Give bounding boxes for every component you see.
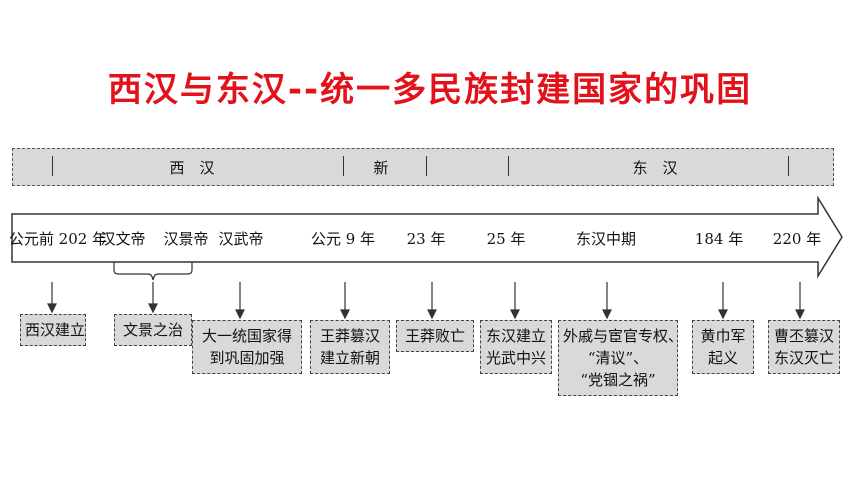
- period-divider: [52, 156, 53, 176]
- event-text: 建立新朝: [319, 349, 380, 367]
- timeline-arrow-shape: [11, 195, 843, 279]
- period-label-eastern-han: 东 汉: [632, 159, 678, 177]
- event-text: 起义: [707, 349, 738, 367]
- event-box-wenjing-rule: 文景之治: [114, 314, 192, 346]
- event-text: 西汉建立: [25, 321, 86, 339]
- event-text: 王莽篡汉: [319, 327, 380, 345]
- event-text: 王莽败亡: [404, 327, 465, 345]
- event-box-unification-strengthened: 大一统国家得 到巩固加强: [192, 320, 302, 374]
- timeline-label: 184 年: [694, 230, 744, 248]
- period-label-western-han: 西 汉: [169, 159, 215, 177]
- event-text: 到巩固加强: [209, 349, 285, 367]
- event-box-consort-eunuch-rule: 外戚与宦官专权、 “清议”、 “党锢之祸”: [558, 320, 684, 396]
- period-divider: [426, 156, 427, 176]
- timeline-label: 汉武帝: [218, 230, 264, 248]
- event-box-yellow-turban-uprising: 黄巾军 起义: [692, 320, 754, 374]
- event-box-eastern-han-fall: 曹丕篡汉 东汉灭亡: [768, 320, 840, 374]
- page-title: 西汉与东汉--统一多民族封建国家的巩固: [107, 70, 753, 110]
- event-text: 曹丕篡汉: [773, 327, 834, 345]
- timeline-label: 汉景帝: [163, 230, 209, 248]
- event-box-wang-mang-defeat: 王莽败亡: [396, 320, 474, 352]
- timeline-label: 公元前 202 年: [8, 230, 108, 248]
- event-text: 光武中兴: [485, 349, 546, 367]
- event-text: 大一统国家得: [201, 327, 292, 345]
- event-box-wang-mang-usurpation: 王莽篡汉 建立新朝: [310, 320, 390, 374]
- event-text: 文景之治: [122, 321, 183, 339]
- period-bar: [12, 148, 834, 186]
- event-box-western-han-founded: 西汉建立: [20, 314, 86, 346]
- event-text: 东汉建立: [485, 327, 546, 345]
- event-text: “清议”、: [587, 349, 649, 367]
- timeline-label: 25 年: [486, 230, 526, 248]
- event-text: 东汉灭亡: [773, 349, 834, 367]
- timeline-label: 23 年: [406, 230, 446, 248]
- period-divider: [343, 156, 344, 176]
- timeline-label: 东汉中期: [575, 230, 637, 248]
- event-text: 黄巾军: [700, 327, 746, 345]
- period-divider: [508, 156, 509, 176]
- event-text: “党锢之祸”: [580, 371, 656, 389]
- timeline-label: 汉文帝: [100, 230, 146, 248]
- period-label-xin: 新: [373, 159, 389, 177]
- event-box-eastern-han-founded: 东汉建立 光武中兴: [480, 320, 552, 374]
- period-divider: [788, 156, 789, 176]
- timeline-label: 公元 9 年: [310, 230, 376, 248]
- reign-bracket: [113, 262, 193, 281]
- timeline-label: 220 年: [772, 230, 822, 248]
- event-text: 外戚与宦官专权、: [563, 327, 684, 345]
